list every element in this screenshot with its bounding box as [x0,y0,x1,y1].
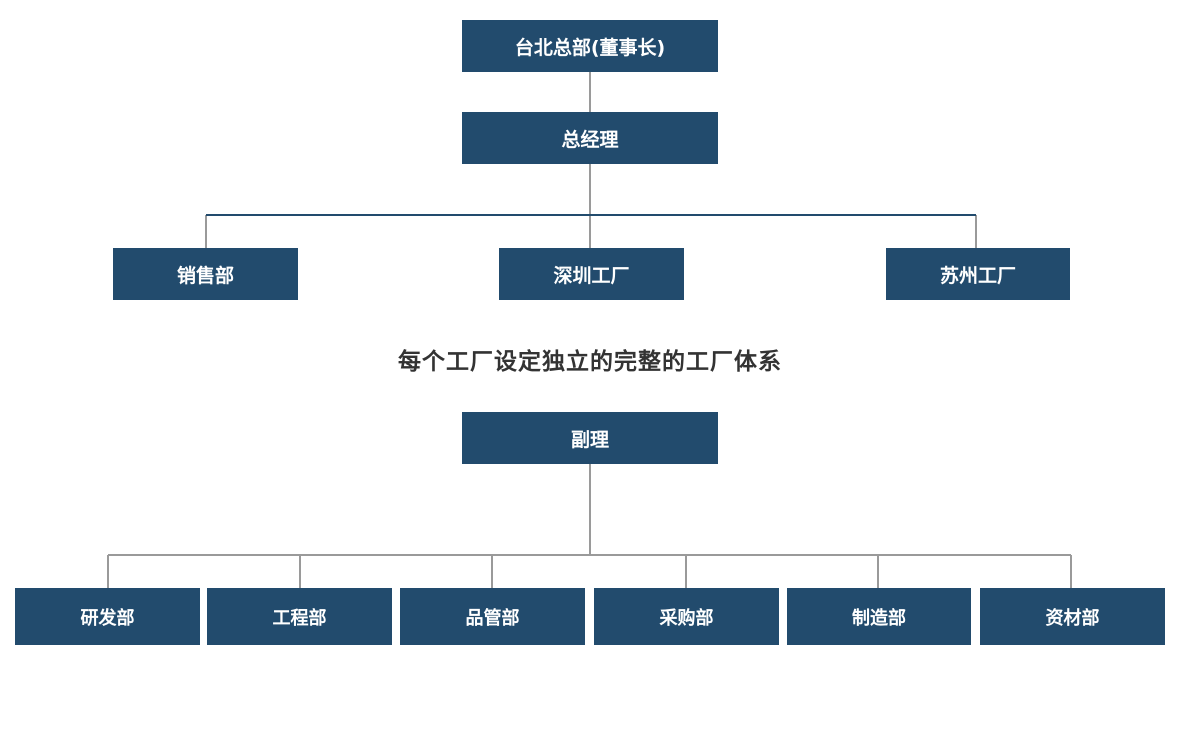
node-dept-materials: 资材部 [980,588,1165,645]
node-general-manager: 总经理 [462,112,718,164]
node-chairman: 台北总部(董事长) [462,20,718,72]
node-dept-rnd: 研发部 [15,588,200,645]
node-dept-manufacturing: 制造部 [787,588,971,645]
node-shenzhen-factory: 深圳工厂 [499,248,684,300]
caption-text: 每个工厂设定独立的完整的工厂体系 [398,349,782,375]
node-dept-quality: 品管部 [400,588,585,645]
node-vice-manager: 副理 [462,412,718,464]
node-sales: 销售部 [113,248,298,300]
node-dept-engineering: 工程部 [207,588,392,645]
node-suzhou-factory: 苏州工厂 [886,248,1070,300]
node-dept-purchasing: 采购部 [594,588,779,645]
